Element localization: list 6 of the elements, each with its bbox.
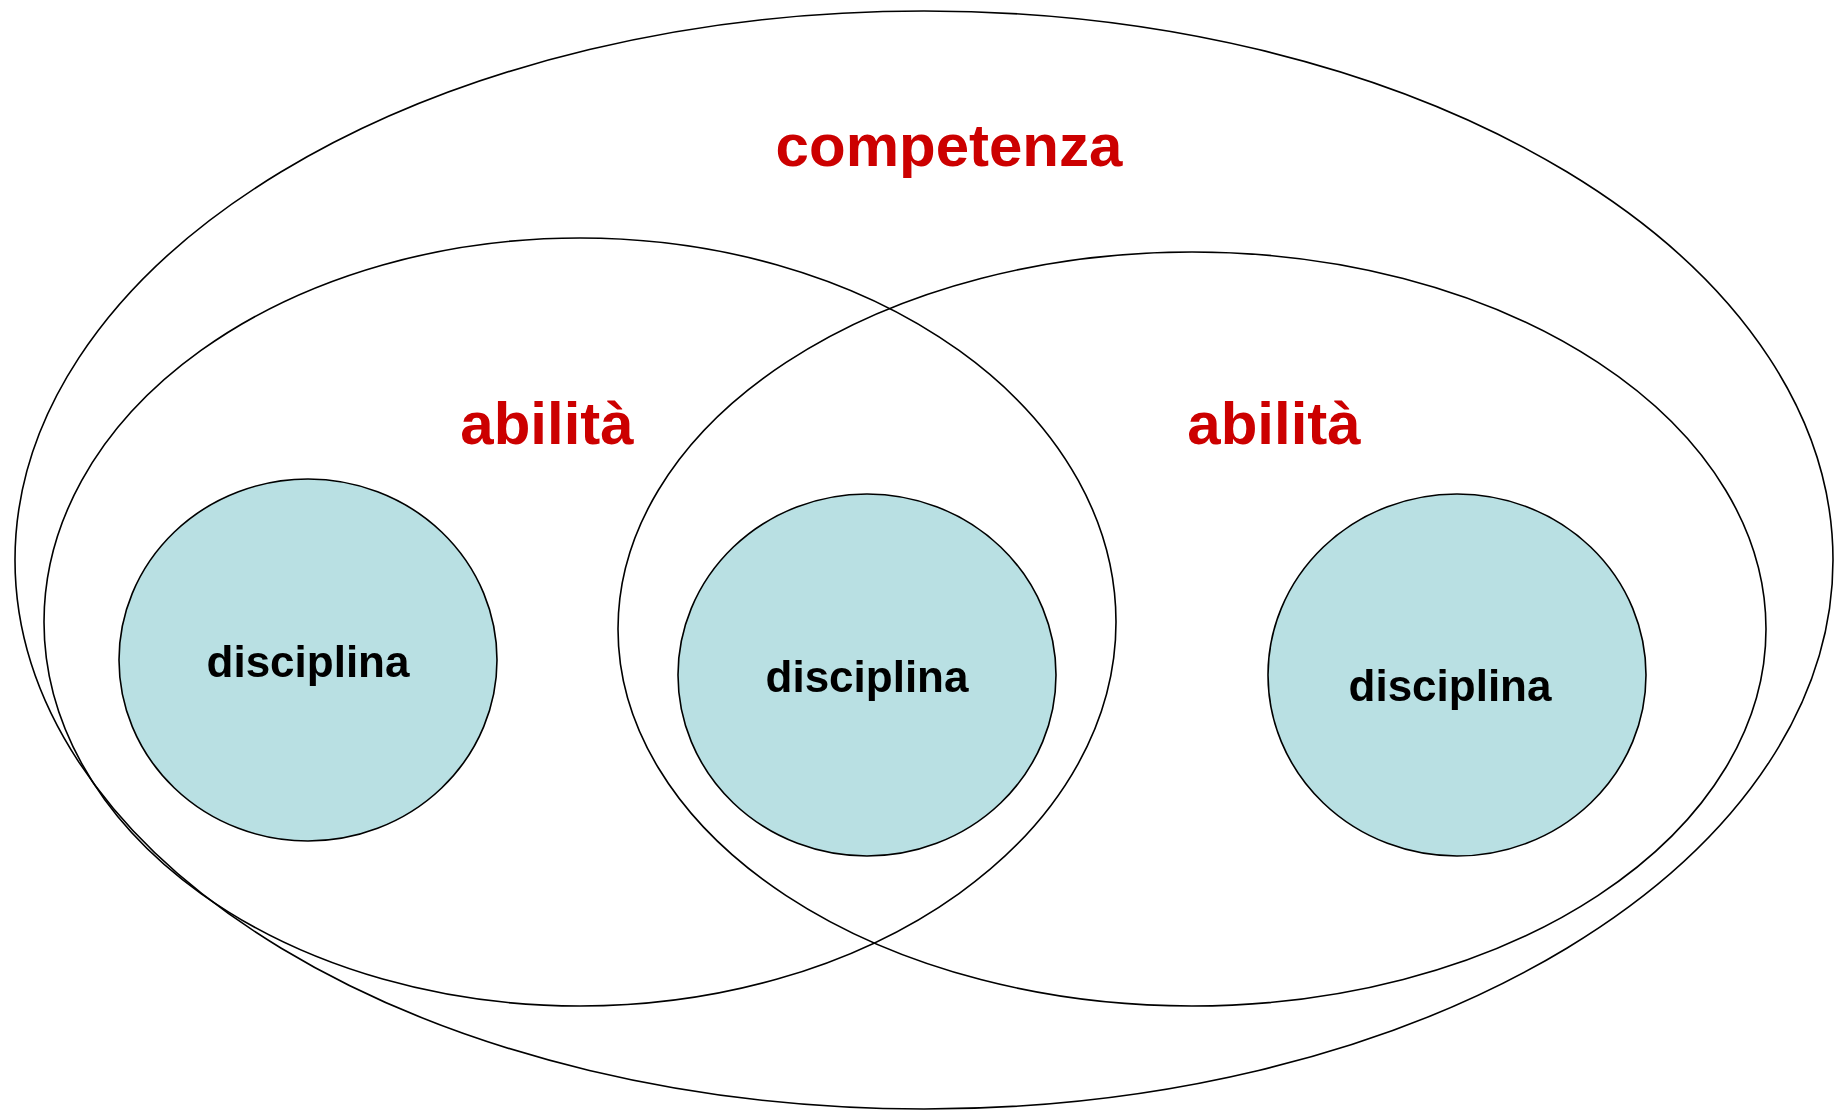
ellipse-label: disciplina: [206, 637, 410, 687]
ellipse-label: disciplina: [765, 652, 969, 702]
set-label: abilità: [460, 391, 634, 457]
set-label: competenza: [775, 113, 1123, 179]
ellipse-label: disciplina: [1348, 661, 1552, 711]
set-label: abilità: [1187, 391, 1361, 457]
